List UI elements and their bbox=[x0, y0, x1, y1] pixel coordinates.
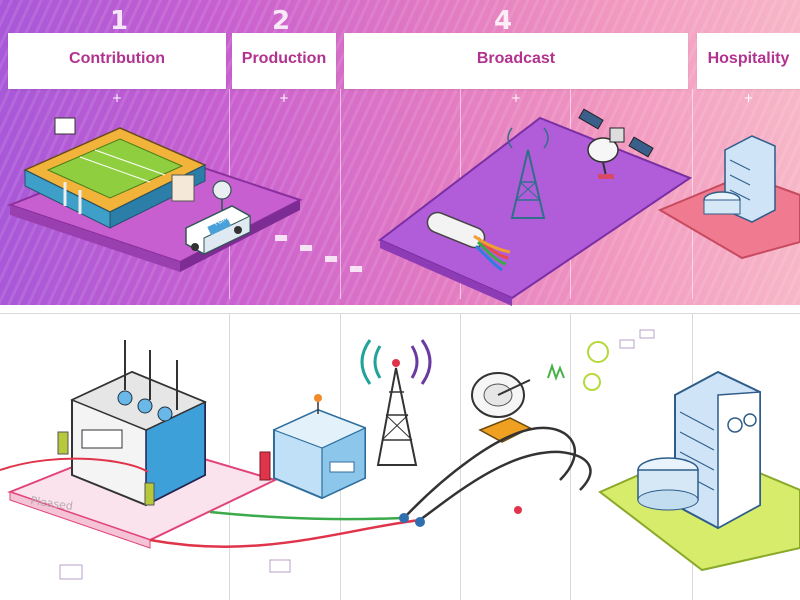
column-divider bbox=[460, 313, 461, 600]
dashed-path bbox=[59, 329, 655, 580]
satellite-icon bbox=[578, 108, 654, 158]
control-unit-icon bbox=[259, 394, 367, 500]
hotel-complex-icon bbox=[637, 370, 761, 530]
transmission-tower-icon bbox=[507, 127, 549, 219]
dish-antenna-icon bbox=[471, 372, 532, 443]
tab-label: Broadcast bbox=[476, 50, 556, 67]
plus-icon: + bbox=[278, 91, 290, 105]
tab-production: Production + bbox=[232, 33, 336, 105]
fiber-cable-icon bbox=[426, 211, 511, 272]
tab-label: Contribution bbox=[69, 50, 165, 67]
cables bbox=[0, 426, 592, 548]
broadcast-van-icon: TGM bbox=[185, 180, 251, 255]
stadium-icon bbox=[23, 117, 207, 229]
tab-hospitality: Hospitality + bbox=[697, 33, 800, 105]
grass-patch-icon bbox=[547, 341, 609, 391]
tab-label: Production bbox=[241, 50, 327, 67]
plus-icon: + bbox=[111, 91, 123, 105]
stage-number-4: 4 bbox=[494, 6, 513, 36]
column-divider bbox=[570, 313, 571, 600]
platform-label: Pleased bbox=[30, 494, 74, 513]
stage-number-2: 2 bbox=[272, 6, 291, 36]
plus-icon: + bbox=[743, 91, 754, 105]
plus-icon: + bbox=[510, 91, 522, 105]
radio-tower-icon bbox=[376, 359, 418, 466]
broadcast-platform bbox=[378, 116, 693, 306]
studio-building-icon bbox=[57, 340, 207, 507]
column-divider bbox=[692, 89, 693, 299]
hotel-buildings-icon bbox=[703, 135, 776, 223]
tab-label: Hospitality bbox=[707, 50, 790, 67]
tab-contribution: Contribution + bbox=[8, 33, 226, 105]
dashed-path bbox=[275, 235, 362, 272]
column-divider bbox=[229, 313, 230, 600]
tab-broadcast: Broadcast + bbox=[344, 33, 688, 105]
column-divider bbox=[340, 89, 341, 299]
wireless-signal-icon bbox=[360, 339, 432, 385]
satellite-dish-icon bbox=[587, 137, 619, 179]
bottom-top-border bbox=[0, 313, 800, 314]
stage-number-1: 1 bbox=[110, 6, 129, 36]
